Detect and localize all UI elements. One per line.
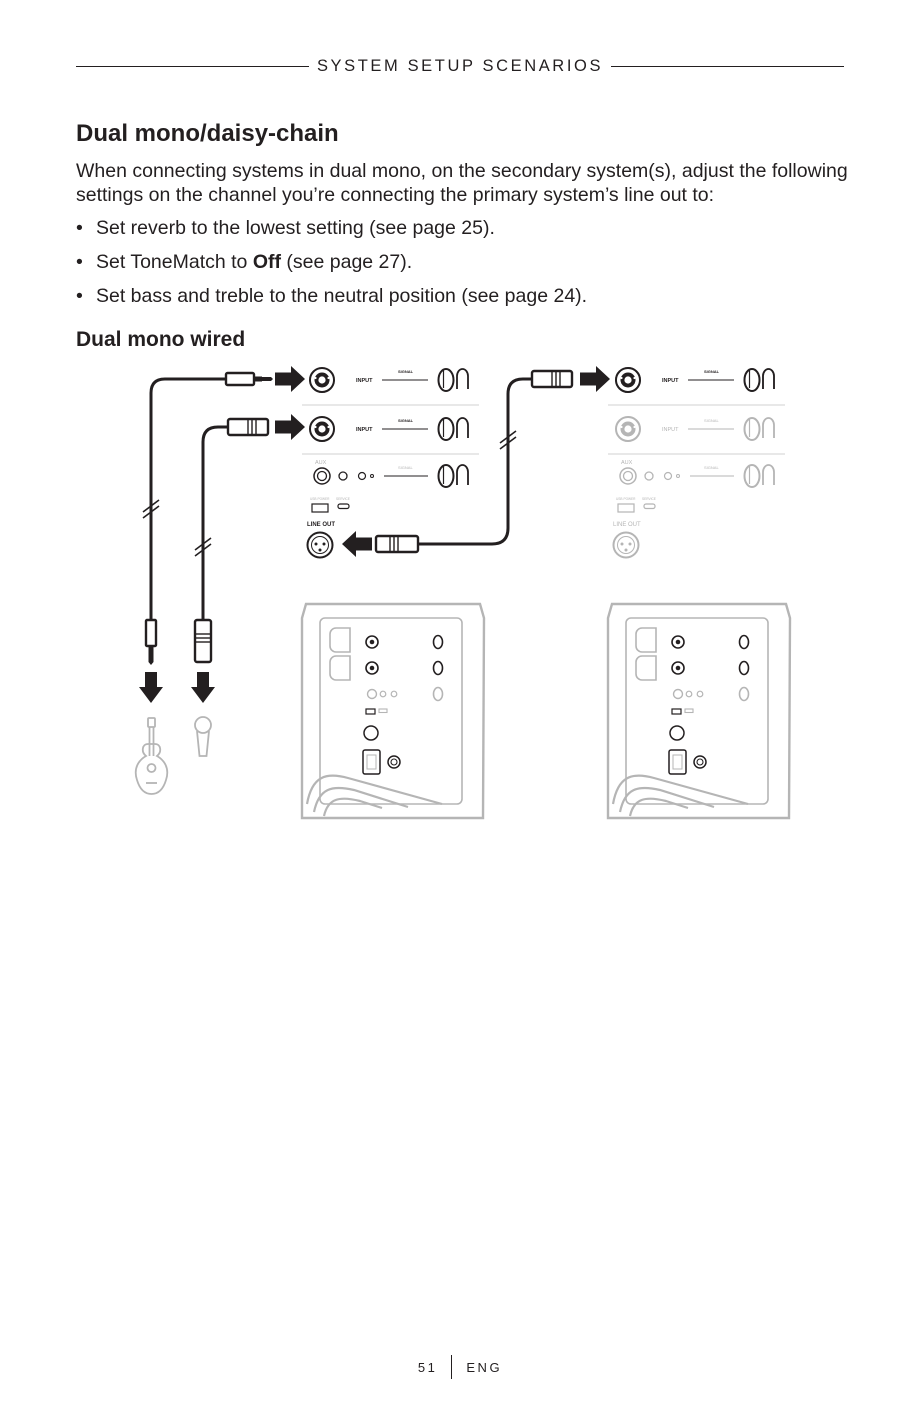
microphone-icon xyxy=(194,716,212,757)
panel-label-service: SERVICE xyxy=(642,497,656,501)
intro-paragraph: When connecting systems in dual mono, on… xyxy=(76,160,848,206)
guitar-icon xyxy=(134,717,169,795)
arrow-into-line-out xyxy=(342,531,372,557)
panel-label-signal: SIGNAL xyxy=(704,465,719,470)
dual-mono-wiring-diagram: INPUT SIGNAL INPUT SIGNAL AUX SIGNAL USB… xyxy=(134,366,792,820)
xlr-connector-bottom xyxy=(193,618,213,664)
xlr-connector-top xyxy=(226,417,270,437)
guitar-cable xyxy=(142,377,226,620)
panel-label-line-out: LINE OUT xyxy=(307,522,335,528)
arrow-into-secondary-input xyxy=(580,366,610,392)
arrow-down-guitar xyxy=(139,672,163,703)
arrow-into-input-2 xyxy=(275,414,305,440)
list-item: •Set bass and treble to the neutral posi… xyxy=(76,285,588,307)
panel-label-line-out: LINE OUT xyxy=(613,522,641,528)
panel-label-signal: SIGNAL xyxy=(398,369,414,374)
panel-label-input: INPUT xyxy=(356,378,373,384)
secondary-control-panel: INPUT SIGNAL INPUT SIGNAL AUX SIGNAL USB… xyxy=(608,367,785,558)
panel-label-usb-power: USB POWER xyxy=(616,497,636,501)
panel-label-input: INPUT xyxy=(662,378,679,384)
language-code: ENG xyxy=(466,1359,503,1375)
panel-label-input: INPUT xyxy=(356,427,373,433)
primary-speaker-rear xyxy=(300,602,486,820)
panel-label-signal: SIGNAL xyxy=(398,418,414,423)
page-header: SYSTEM SETUP SCENARIOS xyxy=(76,54,844,78)
page-footer: 51 ENG xyxy=(0,1355,920,1379)
panel-label-aux: AUX xyxy=(315,460,327,466)
list-item: •Set reverb to the lowest setting (see p… xyxy=(76,217,495,239)
secondary-speaker-rear xyxy=(606,602,792,820)
mic-cable xyxy=(194,425,227,620)
list-item: •Set ToneMatch to Off (see page 27). xyxy=(76,251,413,273)
panel-label-signal: SIGNAL xyxy=(704,418,719,423)
primary-control-panel: INPUT SIGNAL INPUT SIGNAL AUX SIGNAL USB… xyxy=(302,368,479,558)
header-rule-right xyxy=(611,65,844,67)
settings-list: •Set reverb to the lowest setting (see p… xyxy=(76,216,587,318)
section-title: SYSTEM SETUP SCENARIOS xyxy=(316,56,604,75)
footer-divider xyxy=(451,1355,453,1379)
line-out-cable xyxy=(418,377,532,546)
panel-label-aux: AUX xyxy=(621,460,633,466)
arrow-down-mic xyxy=(191,672,215,703)
panel-label-usb-power: USB POWER xyxy=(310,497,330,501)
quarter-inch-jack-bottom xyxy=(144,618,158,665)
xlr-connector-secondary xyxy=(530,369,574,389)
header-rule-left xyxy=(76,65,309,67)
panel-label-signal: SIGNAL xyxy=(398,465,413,470)
xlr-connector-line-out xyxy=(374,534,420,554)
quarter-inch-jack-top xyxy=(224,371,273,387)
page-heading: Dual mono/daisy-chain xyxy=(76,120,339,147)
arrow-into-input-1 xyxy=(275,366,305,392)
panel-label-signal: SIGNAL xyxy=(704,369,720,374)
panel-label-input: INPUT xyxy=(662,427,679,433)
panel-label-service: SERVICE xyxy=(336,497,350,501)
diagram-heading: Dual mono wired xyxy=(76,328,246,351)
page-number: 51 xyxy=(417,1359,438,1375)
